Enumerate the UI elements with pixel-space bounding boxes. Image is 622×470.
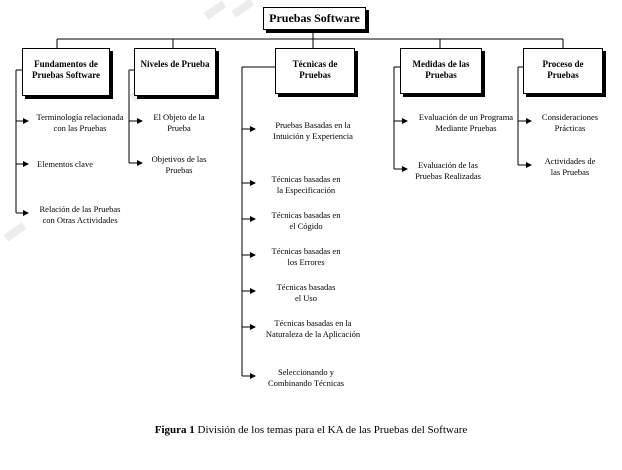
category-medidas-label: Medidas de las Pruebas xyxy=(412,59,470,80)
root-node: Pruebas Software xyxy=(263,7,366,30)
item-seleccionando: Seleccionando y Combinando Técnicas xyxy=(267,367,345,388)
category-proceso-label: Proceso de Pruebas xyxy=(542,59,584,80)
item-codigo: Técnicas basadas en el Cógido xyxy=(271,210,341,231)
item-terminologia: Terminología relacionada con las Pruebas xyxy=(36,112,124,133)
item-relacion-pruebas: Relación de las Pruebas con Otras Activi… xyxy=(39,204,121,225)
figure-caption-label: Figura 1 xyxy=(154,424,195,436)
item-naturaleza-aplicacion: Técnicas basadas en la Naturaleza de la … xyxy=(265,318,361,339)
category-tecnicas-label: Técnicas de Pruebas xyxy=(292,59,338,80)
figure-caption-text: División de los temas para el KA de las … xyxy=(194,424,468,436)
item-intuicion-experiencia: Pruebas Basadas en la Intuición y Experi… xyxy=(273,120,353,141)
category-medidas: Medidas de las Pruebas xyxy=(400,48,482,94)
category-fundamentos-label: Fundamentos de Pruebas Software xyxy=(31,59,101,80)
item-actividades: Actividades de las Pruebas xyxy=(544,156,596,177)
category-tecnicas: Técnicas de Pruebas xyxy=(275,48,355,94)
figure-caption: Figura 1 División de los temas para el K… xyxy=(0,424,622,436)
item-elementos-clave: Elementos clave xyxy=(37,159,93,169)
item-especificacion: Técnicas basadas en la Especificación xyxy=(271,174,341,195)
item-evaluacion-programa: Evaluación de un Programa Mediante Prueb… xyxy=(418,112,514,133)
item-objetivos-pruebas: Objetivos de las Pruebas xyxy=(151,154,207,175)
item-evaluacion-realizadas: Evaluación de las Pruebas Realizadas xyxy=(415,160,481,181)
category-proceso: Proceso de Pruebas xyxy=(523,48,603,94)
item-uso: Técnicas basadas el Uso xyxy=(276,282,336,303)
root-node-label: Pruebas Software xyxy=(269,11,360,26)
item-objeto-prueba: El Objeto de la Prueba xyxy=(153,112,205,133)
category-niveles: Niveles de Prueba xyxy=(134,48,216,96)
item-errores: Técnicas basadas en los Errores xyxy=(271,246,341,267)
item-consideraciones: Consideraciones Prácticas xyxy=(541,112,599,133)
category-niveles-label: Niveles de Prueba xyxy=(140,59,210,69)
category-fundamentos: Fundamentos de Pruebas Software xyxy=(22,48,110,96)
